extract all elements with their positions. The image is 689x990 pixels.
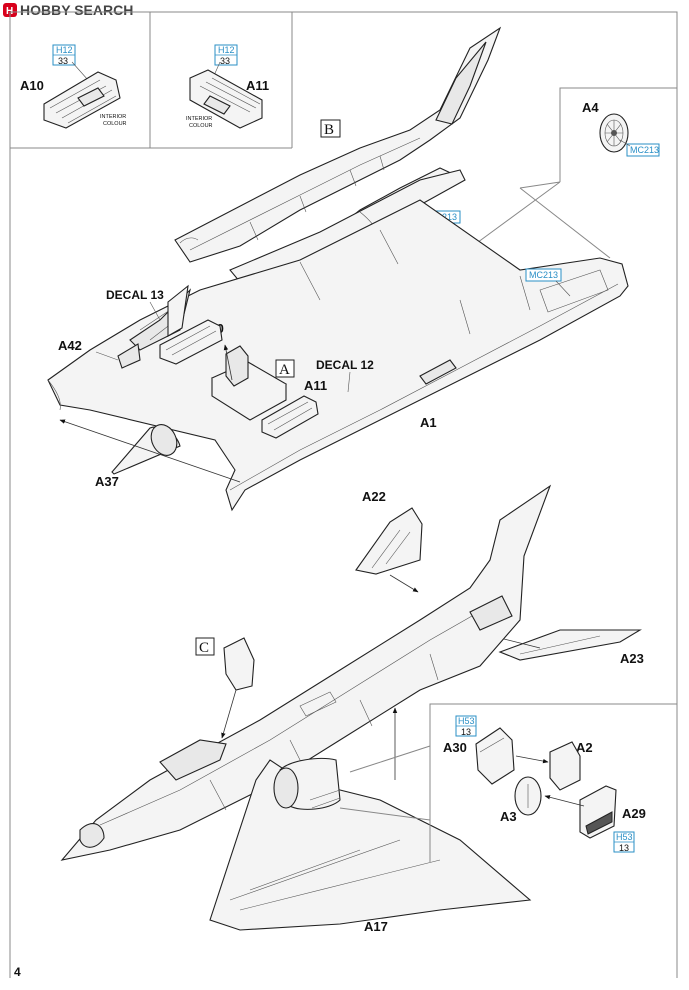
paint-number: 33 [58,56,68,66]
inset-part-a10: H12 33 A10 INTERIOR COLOUR [20,44,127,129]
step-box [195,637,215,656]
note-line-2: COLOUR [189,123,213,129]
a2-label: A2 [576,740,593,755]
part-a23-wing: A23 [487,629,644,666]
note-line-2: COLOUR [103,121,127,127]
a11-label: A11 [304,378,327,393]
paint-code: H12 [218,45,235,55]
part-a37-nosecone: A37 [59,419,241,489]
inset-exhaust: H53 13 A30 A2 A3 A29 H53 13 [429,703,677,862]
part-label: A11 [246,78,269,93]
step-c: C [195,637,215,656]
cockpit-details: DECAL 13 A10 A42 [58,284,224,369]
part-label: A10 [20,78,44,93]
a42-label: A42 [58,338,82,353]
paint-code: MC213 [529,270,558,280]
part-a17-wing: A17 [209,707,532,934]
page-number: 4 [14,965,21,979]
paint-callout-box [626,143,660,157]
watermark-text: HOBBY SEARCH [20,2,133,18]
a37-label: A37 [95,474,119,489]
step-a: A [275,359,295,378]
part-label: A4 [582,100,599,115]
wheel-inset-frame [559,87,677,182]
paint-number: 13 [461,727,471,737]
a17-label: A17 [364,919,388,934]
ejection-seat [210,344,288,421]
a30-label: A30 [443,740,467,755]
callout-lines [469,181,561,249]
step-box [320,119,341,138]
fuselage-upper-half [174,26,502,263]
part-label: A1 [420,415,437,430]
decal13-label: DECAL 13 [106,288,164,302]
paint-code: H53 [616,832,633,842]
paint-number: 13 [619,843,629,853]
note-line-1: INTERIOR [186,116,212,122]
a3-label: A3 [500,809,517,824]
a22-label: A22 [362,489,386,504]
page-frame [9,11,678,978]
watermark: H HOBBY SEARCH [3,2,133,18]
decal12-label: DECAL 12 [316,358,374,372]
step-box [275,359,295,378]
paint-number: 33 [220,56,230,66]
step-letter: C [199,640,209,656]
paint-code: H12 [56,45,73,55]
decal12-a11: DECAL 12 A11 [261,358,374,439]
note-line-1: INTERIOR [100,114,126,120]
part-drawing [189,69,263,129]
callout-wheel-line [519,187,611,259]
paint-callout-wheel [525,268,562,282]
inset-wheel-a4: A4 MC213 [469,87,677,249]
step-b: B [320,119,341,138]
a23-label: A23 [620,651,644,666]
paint-code: MC213 [630,145,659,155]
a29-label: A29 [622,806,646,821]
svg-text:H: H [6,6,13,17]
inset-part-a11: H12 33 A11 INTERIOR COLOUR [186,44,269,129]
part-a22-fin: A22 [355,489,423,593]
exhaust-inset-frame [429,703,677,862]
step-letter: B [324,122,334,138]
step-letter: A [279,362,290,378]
canopy-part [221,637,255,739]
paint-code: H53 [458,716,475,726]
